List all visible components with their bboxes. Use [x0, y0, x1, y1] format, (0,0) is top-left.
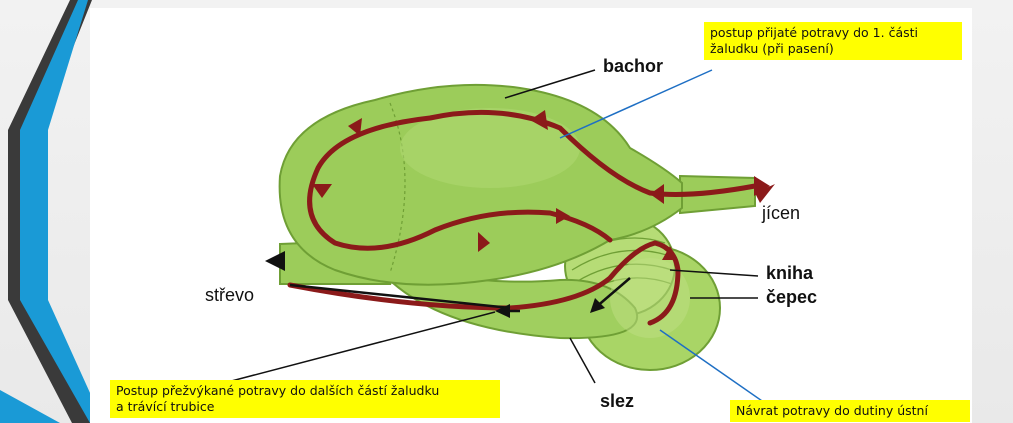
- slide-decoration: [0, 0, 100, 423]
- note-return-line-1: Návrat potravy do dutiny ústní: [736, 403, 964, 419]
- note-grazing-line-1: postup přijaté potravy do 1. části: [710, 25, 956, 41]
- stomach-diagram: bachor jícen kniha čepec střevo slez pos…: [90, 8, 972, 423]
- black-pointer-line: [220, 312, 495, 384]
- note-grazing-path: postup přijaté potravy do 1. části žalud…: [704, 22, 962, 60]
- note-return-to-mouth: Návrat potravy do dutiny ústní: [730, 400, 970, 422]
- note-grazing-line-2: žaludku (při pasení): [710, 41, 956, 57]
- note-rechewed-line-1: Postup přežvýkané potravy do dalších čás…: [116, 383, 494, 399]
- note-rechewed-path: Postup přežvýkané potravy do dalších čás…: [110, 380, 500, 418]
- label-jicen: jícen: [762, 203, 800, 224]
- label-cepec: čepec: [766, 287, 817, 308]
- label-strevo: střevo: [205, 285, 254, 306]
- stomach-illustration: [90, 8, 972, 423]
- label-bachor: bachor: [603, 56, 663, 77]
- label-slez: slez: [600, 391, 634, 412]
- label-kniha: kniha: [766, 263, 813, 284]
- note-rechewed-line-2: a trávící trubice: [116, 399, 494, 415]
